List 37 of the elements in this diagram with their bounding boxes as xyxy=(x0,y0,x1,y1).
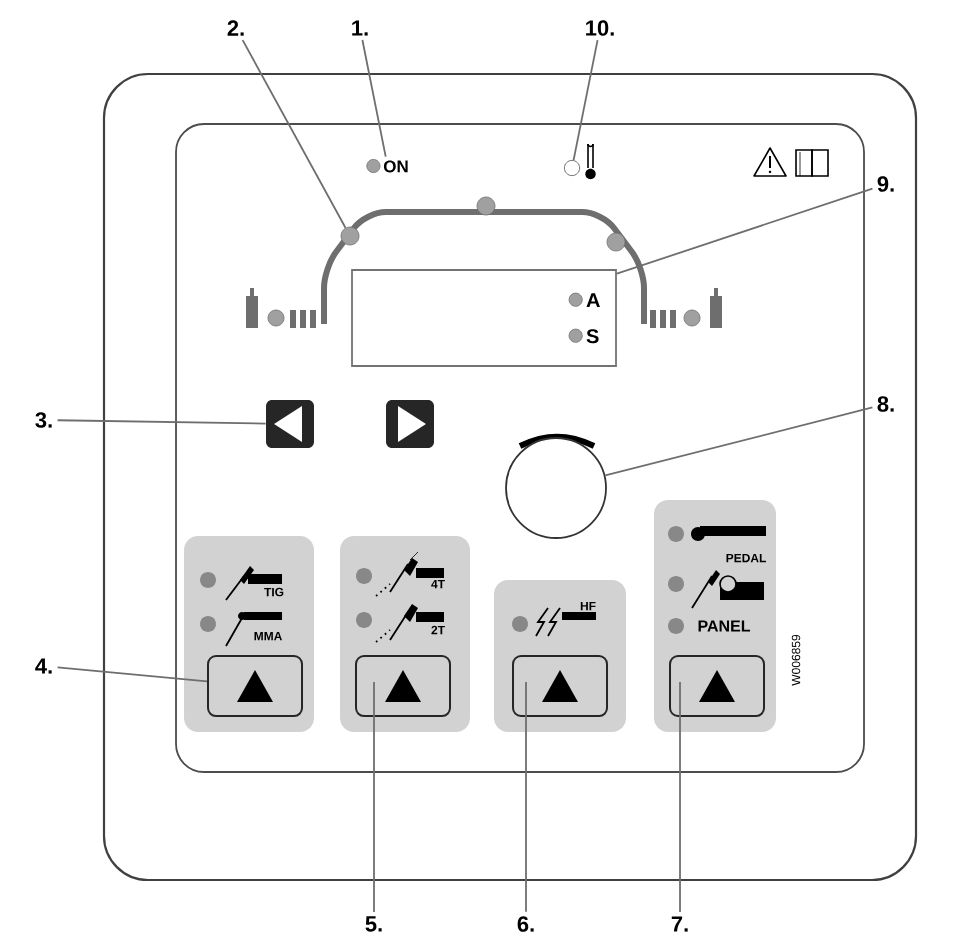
arrow-button xyxy=(386,400,434,448)
callout-number: 10. xyxy=(586,20,614,36)
select-button xyxy=(355,655,451,717)
control-knob xyxy=(505,437,607,539)
callout-number: 4. xyxy=(35,658,52,674)
callout-number: 6. xyxy=(517,916,534,932)
callout-number: 8. xyxy=(877,396,894,412)
leader-line xyxy=(56,419,267,425)
callout-number: 9. xyxy=(877,176,894,192)
display-screen: A S xyxy=(351,269,617,367)
leader-line xyxy=(241,39,347,229)
mode-panel xyxy=(340,536,470,732)
callout-number: 3. xyxy=(35,412,52,428)
leader-line xyxy=(525,681,527,913)
callout-number: 5. xyxy=(365,916,382,932)
leader-line xyxy=(361,39,387,158)
select-button xyxy=(669,655,765,717)
indicator-light xyxy=(564,160,580,176)
callout-number: 7. xyxy=(671,916,688,932)
callout-number: 2. xyxy=(227,20,244,36)
leader-line xyxy=(572,39,599,162)
mode-label: PANEL xyxy=(698,620,751,632)
leader-line xyxy=(679,681,681,913)
mode-panel xyxy=(494,580,626,732)
leader-line xyxy=(373,681,375,913)
indicator-light xyxy=(340,226,360,246)
select-button xyxy=(207,655,303,717)
mode-panel xyxy=(654,500,776,732)
arrow-button xyxy=(266,400,314,448)
leader-line xyxy=(56,666,208,683)
leader-line xyxy=(604,406,874,477)
callout-number: 1. xyxy=(352,20,368,36)
node-label: ON xyxy=(383,160,408,173)
leader-line xyxy=(616,187,874,275)
select-button xyxy=(512,655,608,717)
mode-panel xyxy=(184,536,314,732)
power-indicator: ON xyxy=(366,159,408,173)
